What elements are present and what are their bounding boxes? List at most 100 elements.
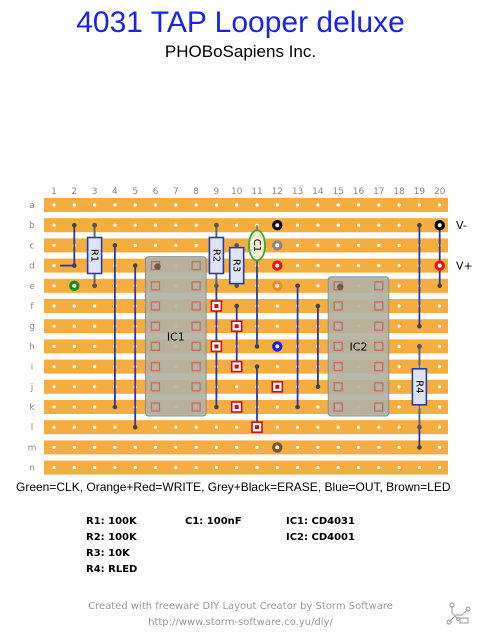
- strip-hole: [275, 405, 279, 409]
- wire-link-end: [315, 303, 321, 309]
- column-number: 10: [231, 187, 243, 197]
- strip-hole: [336, 425, 340, 429]
- strip-hole: [438, 425, 442, 429]
- write-orange-terminal-hole: [275, 283, 280, 288]
- strip-hole: [255, 445, 259, 449]
- strip-hole: [438, 466, 442, 470]
- strip-hole: [235, 385, 239, 389]
- strip-hole: [93, 344, 97, 348]
- strip-hole: [194, 203, 198, 207]
- strip-hole: [72, 425, 76, 429]
- strip-hole: [93, 324, 97, 328]
- strip-hole: [153, 243, 158, 247]
- row-letter: a: [29, 201, 35, 211]
- wire-terminals: [69, 220, 445, 453]
- r3-resistor-label: R3: [231, 259, 242, 272]
- strip-hole: [336, 203, 340, 207]
- strip-hole: [194, 243, 198, 247]
- strip-hole: [397, 365, 401, 369]
- ic-pin: [333, 301, 343, 311]
- strip-hole: [214, 466, 218, 470]
- r2-resistor-lead-end: [214, 283, 219, 289]
- strip-hole: [417, 203, 421, 207]
- parts-list-resistors: R1: 100K R2: 100K R3: 10K R4: RLED: [86, 514, 137, 578]
- strip-hole: [72, 466, 76, 470]
- strip-hole: [235, 466, 239, 470]
- strip-hole: [255, 203, 259, 207]
- part-r4: R4: RLED: [86, 564, 138, 575]
- copper-strip: [44, 238, 448, 253]
- strip-hole: [316, 445, 320, 449]
- strip-hole: [438, 365, 442, 369]
- strip-hole: [336, 466, 340, 470]
- strip-hole: [377, 445, 381, 449]
- strip-hole: [275, 324, 279, 328]
- copper-strip: [44, 198, 448, 212]
- strip-hole: [93, 445, 97, 449]
- strip-hole: [52, 203, 56, 207]
- column-number: 13: [292, 187, 303, 197]
- ic-pin1-marker: [337, 283, 344, 290]
- strip-hole: [397, 466, 401, 470]
- strip-hole: [153, 203, 158, 207]
- strip-hole: [296, 466, 300, 470]
- column-number: 16: [353, 187, 365, 197]
- strip-hole: [52, 365, 56, 369]
- strip-hole: [153, 425, 158, 429]
- strip-hole: [72, 304, 76, 308]
- wire-link-end: [214, 404, 219, 410]
- strip-hole: [52, 466, 56, 470]
- write-red-terminal-hole: [275, 263, 280, 268]
- strip-hole: [214, 203, 218, 207]
- strip-hole: [356, 264, 361, 268]
- footer-url[interactable]: http://www.storm-software.co.yu/diy/: [148, 617, 333, 628]
- ic-pin: [374, 362, 384, 372]
- r2-resistor-label: R2: [210, 249, 221, 262]
- r4-resistor: [411, 367, 428, 406]
- strip-hole: [316, 425, 320, 429]
- copper-strip: [44, 440, 448, 455]
- ic-pin: [374, 281, 384, 291]
- strip-cut-center: [234, 364, 239, 369]
- strip-hole: [275, 466, 279, 470]
- strip-hole: [377, 203, 381, 207]
- row-letter: e: [29, 282, 35, 292]
- row-letter: m: [28, 443, 37, 453]
- strip-hole: [397, 223, 401, 227]
- strip-hole: [417, 466, 421, 470]
- ic-pin: [333, 382, 343, 392]
- strip-hole: [316, 284, 320, 288]
- strip-cuts: [210, 300, 284, 434]
- wire-link-end: [72, 222, 77, 228]
- strip-hole: [93, 365, 97, 369]
- wire-link-end: [295, 404, 300, 410]
- ic-pin1-marker: [154, 263, 161, 270]
- strip-hole: [356, 223, 361, 227]
- wire-link-end: [417, 323, 422, 329]
- board-labels: V-V+: [456, 219, 473, 272]
- wire-link-end: [234, 303, 239, 309]
- strip-hole: [52, 304, 56, 308]
- strip-hole: [113, 445, 117, 449]
- ic-pin: [150, 362, 161, 372]
- parts-list-capacitors: C1: 100nF: [185, 514, 242, 530]
- strip-hole: [296, 243, 300, 247]
- ic-pin: [374, 382, 384, 392]
- ic-pin: [191, 341, 201, 351]
- strip-hole: [72, 385, 76, 389]
- erase-black-terminal-hole: [275, 223, 280, 228]
- ic-pin: [150, 281, 161, 291]
- column-number: 8: [193, 187, 199, 197]
- strip-hole: [397, 445, 401, 449]
- r3-resistor-lead-end: [234, 243, 239, 248]
- strip-hole: [397, 385, 401, 389]
- ic-pin: [191, 261, 201, 271]
- copper-strip: [44, 218, 448, 233]
- strip-hole: [194, 223, 198, 227]
- ic-pin: [333, 321, 343, 331]
- strip-hole: [52, 445, 56, 449]
- strip-hole: [356, 445, 361, 449]
- wire-link-end: [132, 424, 138, 430]
